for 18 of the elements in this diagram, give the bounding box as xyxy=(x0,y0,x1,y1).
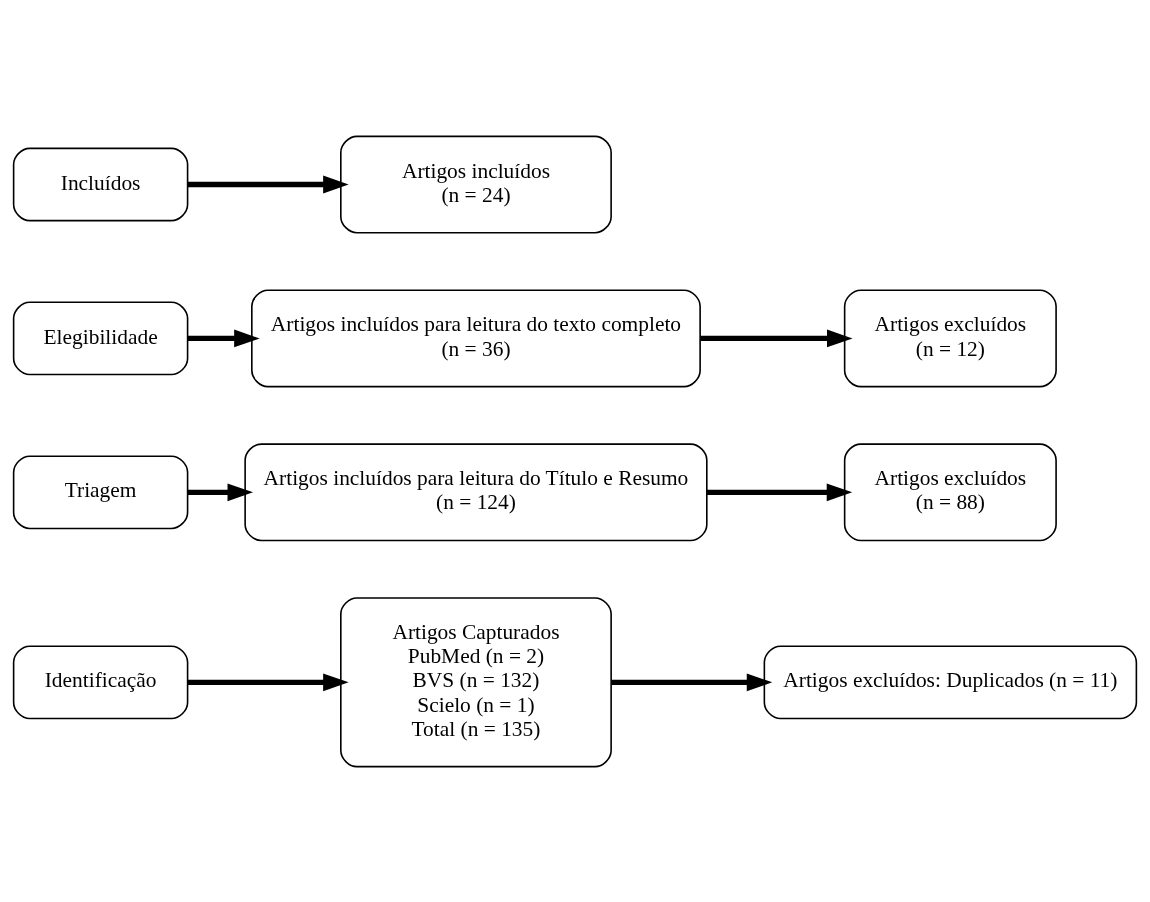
node-box: Artigos incluídos (n = 24) xyxy=(340,135,612,233)
arrow xyxy=(706,482,853,501)
arrow xyxy=(187,672,349,691)
node-box: Incluídos xyxy=(12,147,189,221)
node-box: Elegibilidade xyxy=(12,301,189,375)
node-box: Artigos Capturados PubMed (n = 2) BVS (n = 132) Scielo (n = 1) Total (n = 135) xyxy=(340,596,612,767)
node-box: Artigos excluídos (n = 12) xyxy=(843,288,1057,387)
arrow xyxy=(187,329,260,347)
node-box: Artigos excluídos (n = 88) xyxy=(843,442,1057,541)
arrow xyxy=(187,175,349,193)
node-box: Artigos excluídos: Duplicados (n = 11) xyxy=(763,644,1138,719)
arrow xyxy=(611,672,773,691)
node-box: Identificação xyxy=(12,644,189,719)
node-box: Artigos incluídos para leitura do texto completo (n = 36) xyxy=(251,288,701,387)
node-box: Artigos incluídos para leitura do Título e Resumo (n = 124) xyxy=(244,442,708,541)
arrow xyxy=(187,482,253,501)
node-box: Triagem xyxy=(12,454,189,529)
arrow xyxy=(700,329,853,347)
